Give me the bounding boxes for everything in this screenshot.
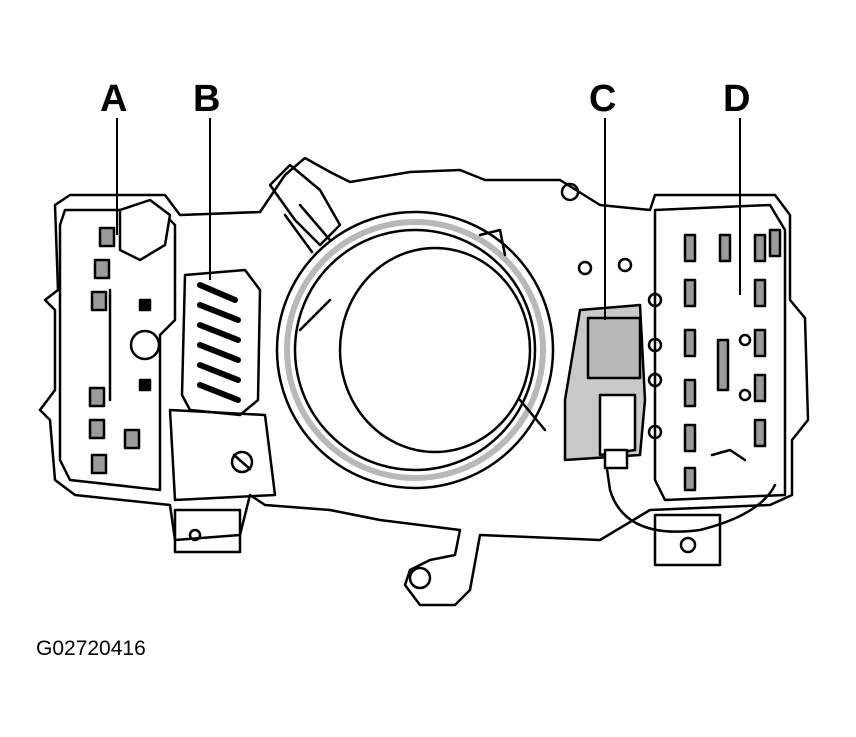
mounting-tabs bbox=[173, 182, 722, 590]
connector-a bbox=[58, 198, 177, 492]
callout-label-b: B bbox=[193, 78, 221, 120]
clock-spring-ring bbox=[268, 163, 555, 490]
callout-label-a: A bbox=[100, 78, 128, 120]
figure-code: G02720416 bbox=[36, 637, 146, 660]
leader-lines bbox=[116, 118, 741, 320]
callout-label-d: D bbox=[723, 78, 751, 120]
connector-c bbox=[563, 303, 777, 533]
housing-outline bbox=[38, 156, 810, 607]
connector-b bbox=[168, 268, 277, 502]
callout-label-c: C bbox=[589, 78, 617, 120]
connector-d bbox=[653, 203, 787, 502]
